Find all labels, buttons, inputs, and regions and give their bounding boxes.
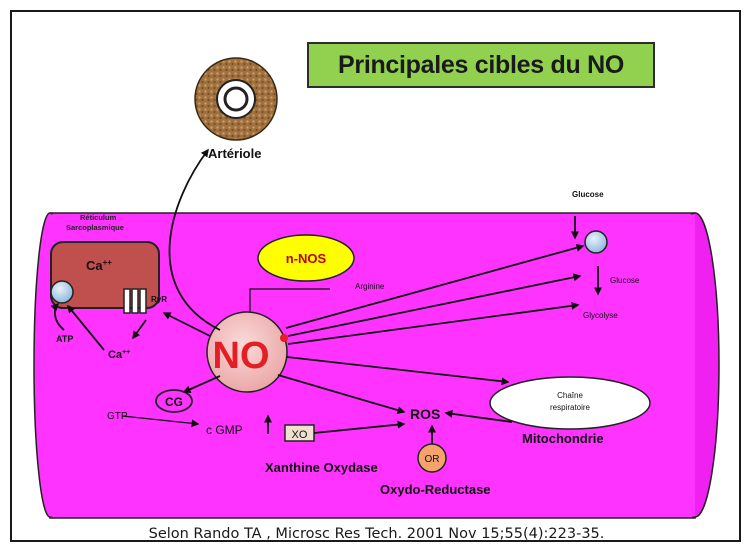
ryr-label: RyR — [151, 295, 167, 304]
oxydo-label: Oxydo-Reductase — [380, 482, 491, 497]
cg-label: CG — [165, 395, 183, 409]
arrow-mito-to-ros — [444, 409, 513, 423]
glycolyse-label: Glycolyse — [583, 311, 618, 320]
citation: Selon Rando TA , Microsc Res Tech. 2001 … — [148, 526, 605, 542]
arrow-gtp-to-cgmp — [121, 415, 200, 428]
arrow-ca-to-atp-pump — [67, 304, 105, 351]
nnos-ellipse — [257, 234, 355, 282]
arginine-label: Arginine — [355, 282, 385, 291]
muscle-fiber-cylinder — [33, 212, 720, 519]
cg-ellipse — [155, 389, 193, 413]
arrow-no-to-chaine — [286, 356, 510, 386]
or-label: OR — [425, 454, 440, 465]
arrows — [50, 148, 602, 444]
chaine-label-line2: respiratoire — [550, 403, 591, 412]
figure-title: Principales cibles du NO — [338, 50, 624, 79]
arrow-no-to-ryr — [162, 312, 211, 337]
nnos-label: n-NOS — [286, 251, 327, 266]
chaine-label-line1: Chaîne — [557, 391, 583, 400]
xo-label: XO — [292, 429, 308, 441]
arteriole: Artériole — [194, 57, 278, 161]
arrow-no-to-cg — [182, 375, 221, 394]
no-circle — [206, 311, 288, 393]
arteriole-lumen — [223, 86, 249, 112]
no-label: NO — [213, 335, 270, 377]
atp-pump — [50, 280, 74, 304]
mitochondrie-label: Mitochondrie — [522, 431, 604, 446]
title-box: Principales cibles du NO — [307, 42, 655, 88]
glucose-transporter — [584, 230, 608, 254]
glucose-inside-label: Glucose — [610, 276, 640, 285]
reticulum-label-line1: Réticulum — [80, 213, 117, 222]
reticulum-ca-label: Ca++ — [86, 258, 112, 273]
gtp-label: GTP — [107, 411, 128, 422]
free-ca-label: Ca++ — [108, 349, 130, 361]
arrow-pump-to-reticulum — [50, 302, 65, 331]
sarcoplasmic-reticulum: Réticulum Sarcoplasmique Ca++ RyR ATP Ca… — [50, 213, 167, 361]
atp-label: ATP — [56, 334, 73, 344]
arrow-nnos-path — [249, 288, 330, 312]
arrow-no-to-glycolyse — [287, 301, 580, 345]
cgmp-label: c GMP — [206, 423, 243, 437]
glucose-outside-label: Glucose — [572, 190, 604, 199]
arrow-no-to-glucose-transporter — [285, 243, 585, 329]
mitochondria-ellipse — [489, 376, 651, 430]
reticulum-label-line2: Sarcoplasmique — [66, 223, 124, 232]
arrow-no-to-glucose — [287, 273, 582, 337]
no-radical-dot — [280, 334, 288, 342]
arrow-no-to-arteriole — [168, 148, 221, 331]
arrow-no-to-ros — [277, 374, 406, 415]
arrow-xo-to-ros — [313, 420, 406, 434]
arteriole-label: Artériole — [208, 146, 261, 161]
ryr-channel — [123, 288, 147, 314]
arrow-ryr-to-ca — [132, 319, 147, 340]
ros-label: ROS — [410, 406, 440, 422]
xanthine-label: Xanthine Oxydase — [265, 460, 378, 475]
